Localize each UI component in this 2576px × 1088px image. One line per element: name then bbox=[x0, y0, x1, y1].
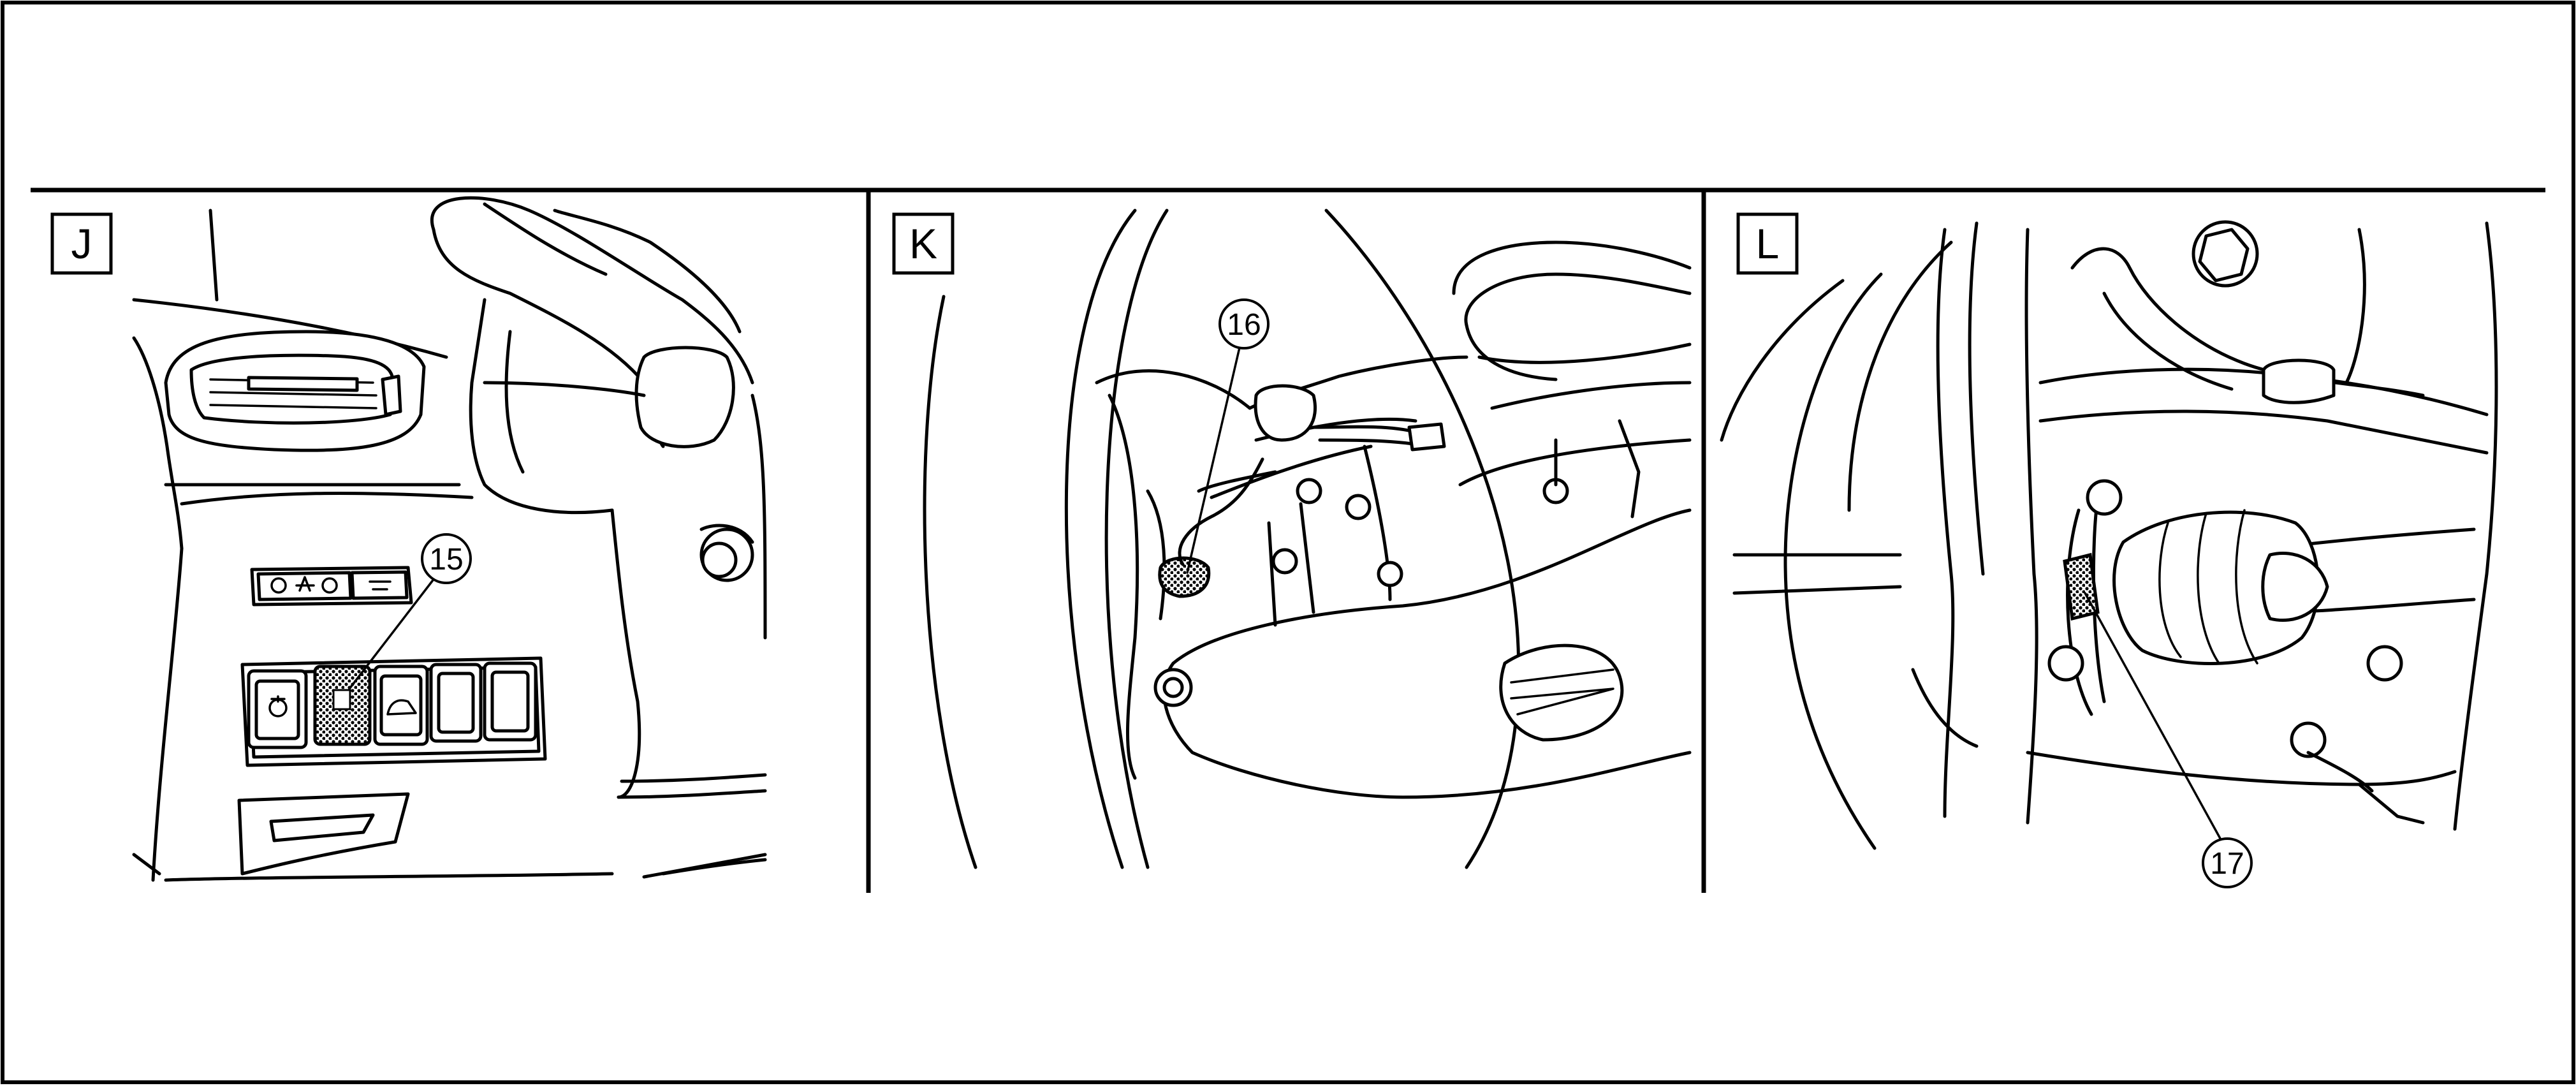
panel-k: K bbox=[892, 209, 1692, 869]
panel-k-label: K bbox=[909, 220, 937, 267]
callout-17-label: 17 bbox=[2210, 847, 2244, 881]
callout-leader-15 bbox=[348, 571, 440, 690]
callout-circle-15 bbox=[421, 533, 472, 584]
highlighted-sensor bbox=[1158, 556, 1211, 598]
panel-j: J bbox=[50, 196, 767, 882]
callout-15-label: 15 bbox=[429, 543, 463, 577]
callout-leader-17 bbox=[2084, 592, 2224, 844]
panel-j-label: J bbox=[71, 220, 92, 267]
panel-k-label-box bbox=[892, 212, 955, 275]
panel-l-label: L bbox=[1756, 220, 1780, 267]
callout-circle-16 bbox=[1218, 298, 1270, 349]
panel-j-label-box bbox=[50, 212, 113, 275]
panel-l-label-box bbox=[1736, 212, 1799, 275]
dashboard-lower-drawing: 15 bbox=[132, 196, 767, 882]
rear-brake-drawing: 16 bbox=[923, 209, 1692, 869]
callout-circle-17 bbox=[2202, 837, 2253, 888]
callout-leader-16 bbox=[1186, 346, 1241, 574]
rear-axle-hub-drawing: 17 bbox=[1720, 220, 2498, 888]
callout-16-label: 16 bbox=[1227, 308, 1261, 342]
panel-l: L bbox=[1720, 212, 2498, 888]
